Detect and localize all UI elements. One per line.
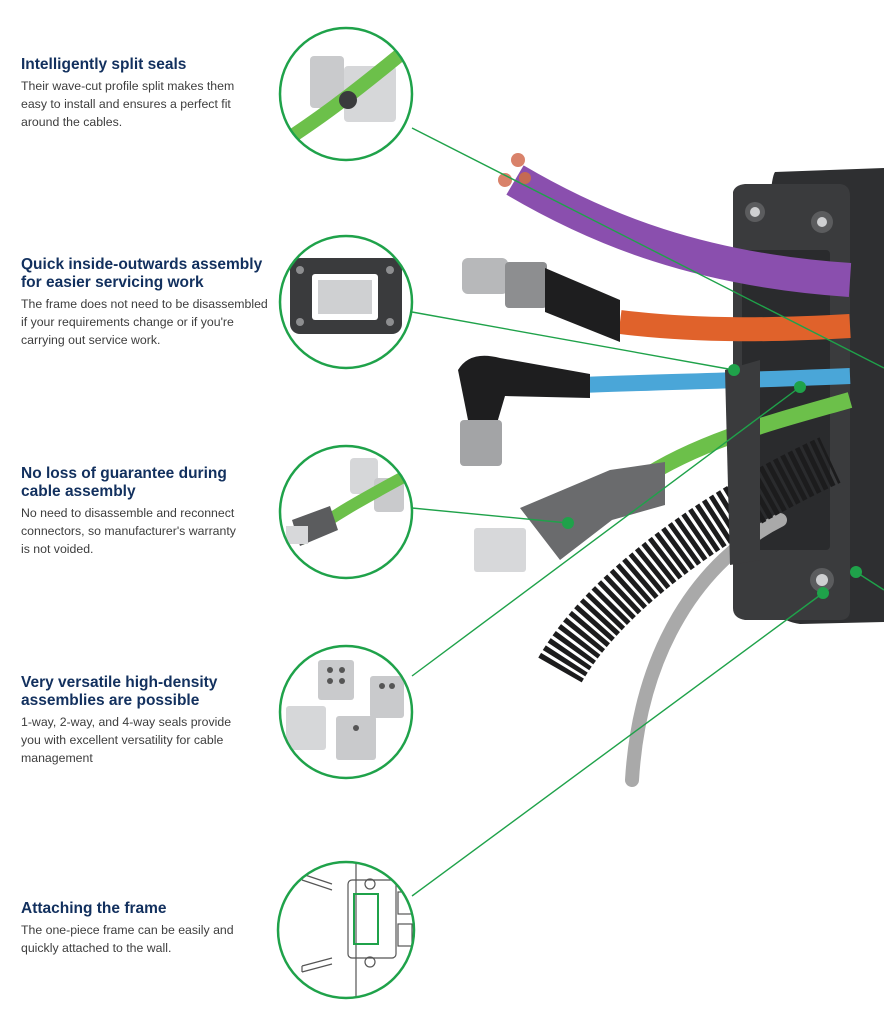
rj45-connector	[474, 462, 665, 572]
angled-connector	[458, 355, 590, 466]
frame-front	[725, 360, 760, 565]
frame-detail-icon	[278, 234, 414, 370]
feature-title: Very versatile high-density assemblies a…	[21, 674, 218, 709]
feature-attaching-frame: Attaching the frame The one-piece frame …	[21, 900, 271, 957]
feature-description: The frame does not need to be disassembl…	[21, 297, 268, 347]
split-seal-detail-icon	[278, 26, 414, 162]
feature-title: No loss of guarantee during cable assemb…	[21, 465, 227, 500]
corrugated-conduit	[538, 437, 841, 683]
blue-cable	[579, 368, 851, 393]
callout-lines	[411, 127, 884, 897]
purple-cable	[506, 165, 852, 297]
feature-description: The one-piece frame can be easily and qu…	[21, 923, 234, 955]
feature-split-seals: Intelligently split seals Their wave-cut…	[21, 56, 271, 131]
feature-description: No need to disassemble and reconnect con…	[21, 506, 236, 556]
feature-title: Intelligently split seals	[21, 56, 187, 73]
feature-title: Attaching the frame	[21, 900, 167, 917]
feature-guarantee: No loss of guarantee during cable assemb…	[21, 465, 271, 558]
feature-high-density: Very versatile high-density assemblies a…	[21, 674, 271, 767]
connector-seal-detail-icon	[278, 444, 414, 580]
seal-blocks-detail-icon	[278, 644, 414, 780]
callout-dots	[562, 364, 862, 599]
feature-inside-outwards-assembly: Quick inside-outwards assembly for easie…	[21, 256, 271, 349]
straight-connector	[462, 258, 620, 342]
feature-description: Their wave-cut profile split makes them …	[21, 79, 235, 129]
orange-cable	[618, 310, 851, 342]
feature-description: 1-way, 2-way, and 4-way seals provide yo…	[21, 715, 232, 765]
feature-title: Quick inside-outwards assembly for easie…	[21, 256, 263, 291]
wall-mount-detail-icon	[276, 860, 416, 1000]
